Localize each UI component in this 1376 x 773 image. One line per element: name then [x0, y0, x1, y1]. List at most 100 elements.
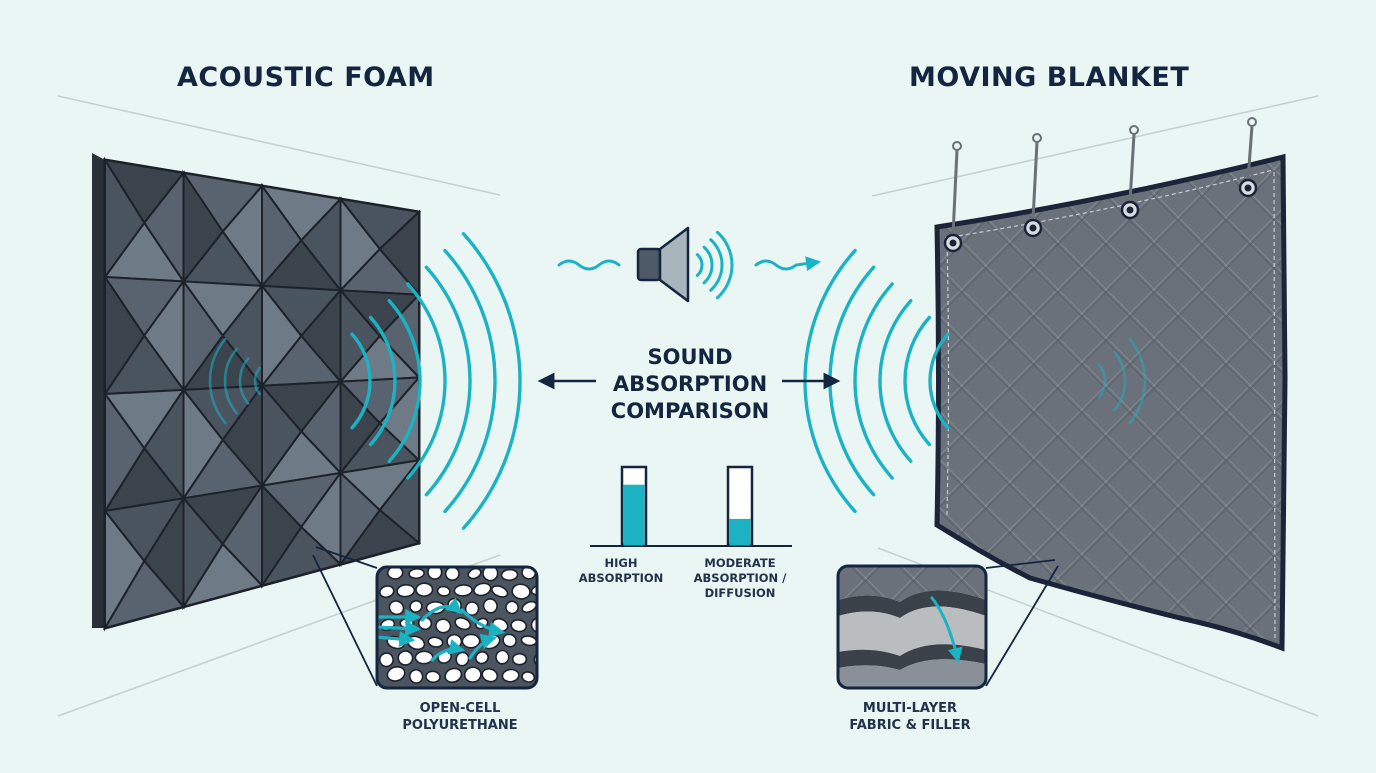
sound-wave-arc [1128, 337, 1147, 425]
foam-cell [408, 668, 424, 684]
foam-pyramid-facet [339, 287, 382, 385]
multi-layer-fabric-label: MULTI-LAYER FABRIC & FILLER [820, 700, 1000, 734]
sound-wave-arc [238, 357, 250, 405]
sound-wave-arc [253, 366, 261, 396]
foam-pyramid-facet [182, 386, 224, 502]
foam-pyramid-facet [261, 483, 303, 589]
sound-wave-arc [695, 253, 704, 277]
foam-cell [454, 617, 472, 631]
label-line: ABSORPTION / [693, 571, 787, 585]
foam-pyramid-facet [339, 379, 382, 476]
open-cell-foam-texture-icon [312, 546, 539, 690]
foam-cell [427, 636, 444, 648]
grommet-hole [1244, 184, 1252, 192]
speaker-icon [557, 226, 821, 303]
foam-cell [427, 567, 443, 580]
foam-cell [495, 649, 510, 665]
foam-cell [435, 618, 452, 634]
foam-cell [397, 650, 414, 666]
multi-layer-fabric-icon [836, 559, 1059, 690]
foam-cell [511, 652, 528, 666]
foam-cell [396, 583, 416, 598]
foam-cell [386, 665, 406, 682]
hook-loop [1129, 125, 1139, 135]
sound-wave-arc [853, 282, 894, 480]
hanging-hook [1031, 141, 1039, 221]
foam-cell [530, 584, 537, 596]
foam-pyramid-facet [104, 156, 146, 281]
sound-wave-arc [928, 332, 950, 430]
hanging-hook [951, 149, 959, 236]
sound-wave-arc [903, 315, 932, 447]
sound-wave-arc [368, 315, 397, 447]
gauge-moderate-fill [729, 518, 751, 546]
hook-loop [1247, 117, 1257, 127]
foam-pyramid-facet [182, 278, 224, 393]
foam-cell [446, 633, 463, 649]
foam-pyramid-facet [261, 282, 303, 389]
foam-cell [386, 567, 404, 580]
foam-pyramid-facet [339, 196, 382, 293]
grommet-hole [1029, 224, 1037, 232]
sound-wave-arc [406, 282, 447, 480]
sound-wave-arc [387, 299, 422, 463]
foam-cell [463, 666, 482, 683]
foam-cell [482, 598, 498, 614]
grommet-hole [1126, 206, 1134, 214]
foam-cell [453, 584, 473, 597]
foam-cell [425, 670, 441, 684]
center-label-line: COMPARISON [610, 399, 770, 423]
label-line: ABSORPTION [578, 571, 664, 585]
acoustic-foam-title: ACOUSTIC FOAM [177, 62, 435, 93]
foam-pyramid-facet [104, 508, 146, 632]
sound-wave-arc [223, 347, 238, 415]
acoustic-foam-panel [92, 153, 422, 632]
foam-cell [481, 668, 499, 683]
label-line: DIFFUSION [704, 586, 776, 600]
label-line: MODERATE [704, 556, 776, 570]
foam-cell [501, 668, 520, 683]
foam-pyramid-facet [339, 470, 382, 568]
label-line: OPEN-CELL [419, 701, 501, 716]
moving-blanket [934, 117, 1288, 652]
high-absorption-label: HIGH ABSORPTION [574, 556, 668, 586]
sound-wave-arc [702, 245, 714, 285]
sound-wave-arc [350, 332, 372, 430]
foam-pyramid-facet [104, 390, 146, 515]
foam-cell [511, 583, 531, 600]
foam-cell [473, 582, 492, 597]
foam-cell [461, 633, 481, 649]
sound-wave-arc [1113, 350, 1127, 412]
foam-cell [510, 619, 528, 633]
sound-wave-arc [443, 248, 497, 514]
foam-pyramid-facet [182, 495, 224, 611]
foam-cell [444, 667, 463, 684]
hanging-hook [1246, 125, 1254, 181]
foam-cell [408, 567, 425, 580]
sound-wave-arc [208, 337, 227, 425]
hanging-hook [1128, 133, 1136, 203]
moderate-absorption-label: MODERATE ABSORPTION / DIFFUSION [685, 556, 795, 601]
foam-cell [491, 585, 509, 598]
hook-loop [1032, 133, 1042, 143]
foam-cell [388, 600, 405, 616]
absorption-gauges [590, 465, 792, 547]
sound-wave-arc [461, 232, 522, 530]
foam-cell [444, 567, 460, 581]
label-line: FABRIC & FILLER [849, 718, 971, 733]
sound-wave-arc [715, 230, 734, 300]
label-line: HIGH [604, 556, 638, 570]
foam-cell [414, 650, 434, 665]
foam-pyramid-facet [182, 169, 224, 285]
sound-wave-arc [424, 265, 472, 497]
foam-cell [379, 585, 395, 599]
foam-cell [500, 568, 519, 582]
grommet-hole [949, 239, 957, 247]
gauge-high-fill [623, 484, 645, 546]
foam-cell [505, 600, 519, 615]
sound-absorption-comparison-label: SOUND ABSORPTION COMPARISON [560, 344, 820, 425]
sound-wave-arc [1097, 363, 1107, 399]
center-label-line: ABSORPTION [612, 372, 768, 396]
open-cell-polyurethane-label: OPEN-CELL POLYURETHANE [360, 700, 560, 734]
